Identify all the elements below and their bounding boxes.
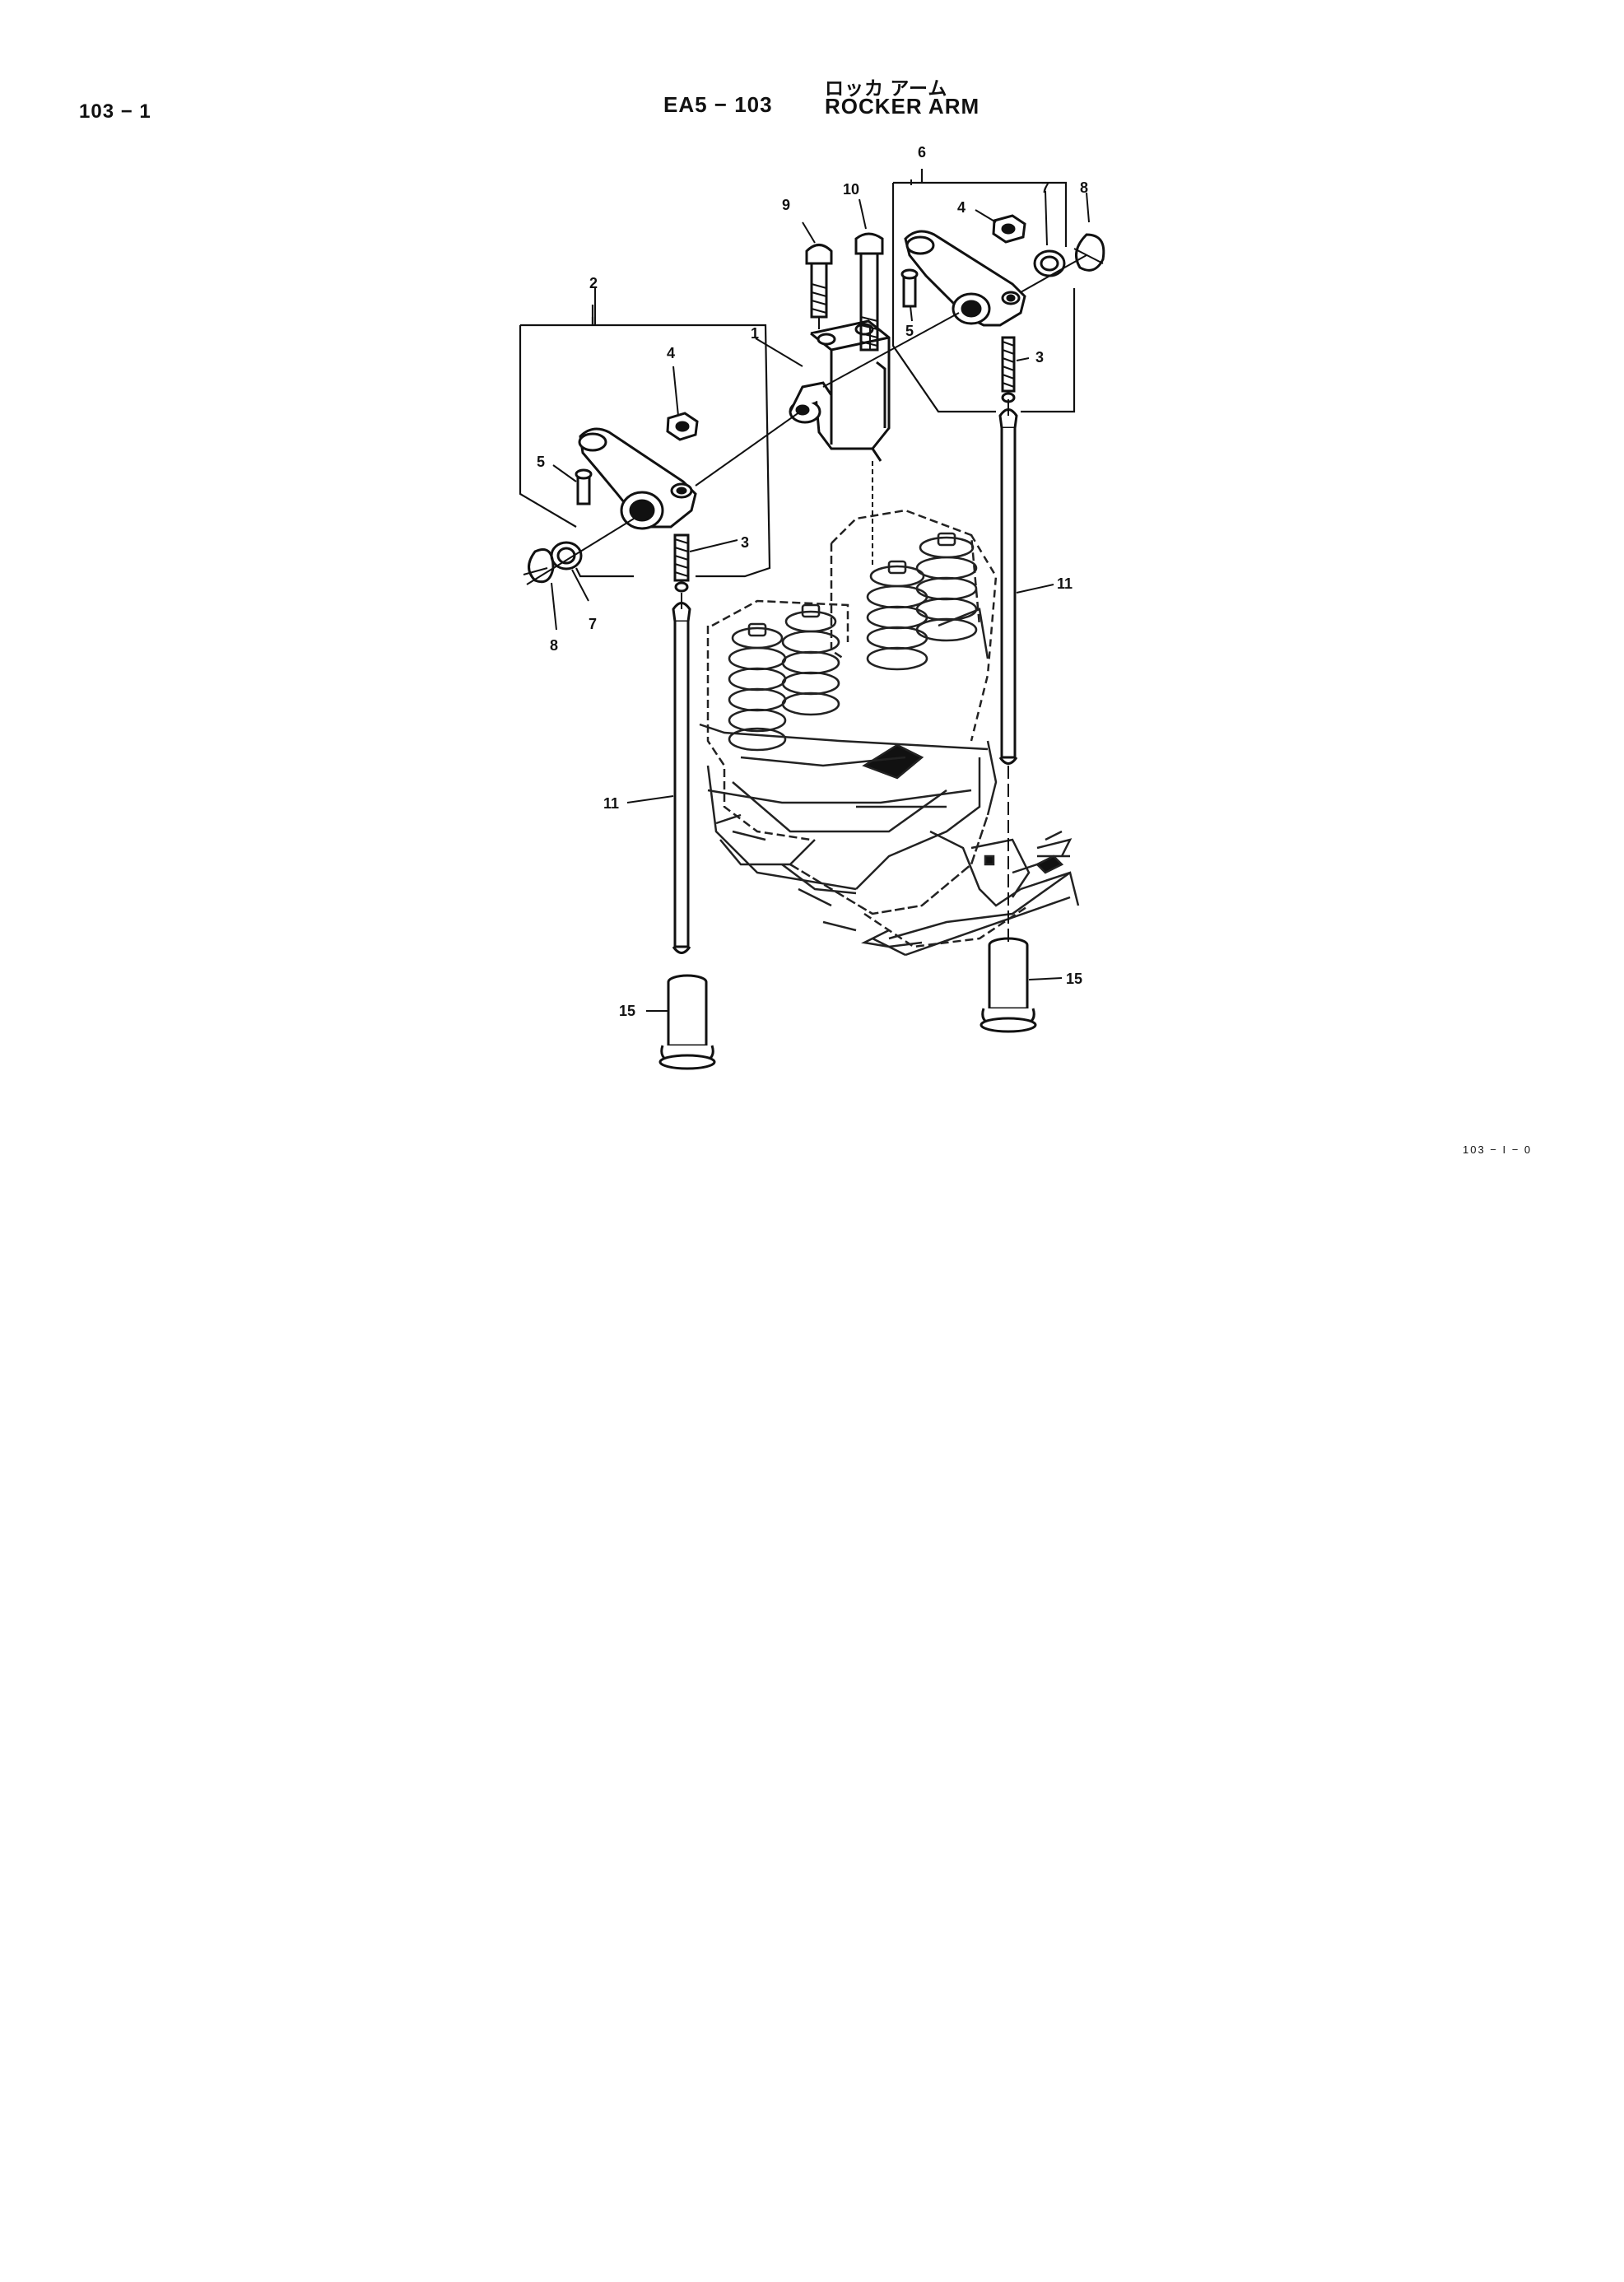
title-english: ROCKER ARM bbox=[825, 94, 980, 119]
callout-5-left: 5 bbox=[537, 454, 545, 470]
section-code: EA5 − 103 bbox=[663, 92, 773, 117]
callout-9: 9 bbox=[782, 197, 790, 213]
callout-3-left: 3 bbox=[741, 534, 749, 551]
callout-6: 6 bbox=[918, 144, 926, 161]
leader-lines bbox=[551, 179, 1090, 1012]
valve-springs bbox=[728, 532, 978, 752]
rocker-shaft-bracket bbox=[789, 319, 891, 462]
callout-8-left: 8 bbox=[550, 637, 558, 654]
callout-1: 1 bbox=[751, 325, 759, 342]
callout-11-left: 11 bbox=[603, 795, 619, 812]
title-japanese: ロッカ アーム bbox=[825, 77, 948, 99]
callout-5-right: 5 bbox=[905, 323, 914, 339]
callout-15-left: 15 bbox=[619, 1003, 635, 1019]
callout-15-right: 15 bbox=[1066, 971, 1082, 987]
group-brackets bbox=[519, 169, 1076, 578]
callout-7-left: 7 bbox=[589, 616, 597, 632]
callout-10: 10 bbox=[843, 181, 859, 198]
callout-2: 2 bbox=[589, 275, 598, 291]
page-number: 103 − 1 bbox=[79, 100, 151, 123]
callout-7-right: 7 bbox=[1041, 179, 1049, 196]
rocker-arm-right bbox=[900, 214, 1105, 403]
callout-4-left: 4 bbox=[667, 345, 675, 361]
callout-labels: 1 2 3 3 4 4 5 5 6 7 7 8 8 9 10 11 11 15 … bbox=[537, 144, 1088, 1019]
figure-id: 103 − I − 0 bbox=[1463, 1143, 1533, 1156]
callout-11-right: 11 bbox=[1057, 575, 1073, 592]
rocker-arm-left bbox=[523, 412, 699, 593]
cylinder-head bbox=[699, 509, 1080, 957]
callout-8-right: 8 bbox=[1080, 179, 1088, 196]
callout-4-right: 4 bbox=[957, 199, 966, 216]
alignment-lines bbox=[526, 254, 1087, 943]
tappets bbox=[658, 937, 1037, 1070]
push-rods bbox=[672, 408, 1018, 954]
callout-3-right: 3 bbox=[1035, 349, 1044, 366]
bolt-9 bbox=[805, 244, 833, 319]
